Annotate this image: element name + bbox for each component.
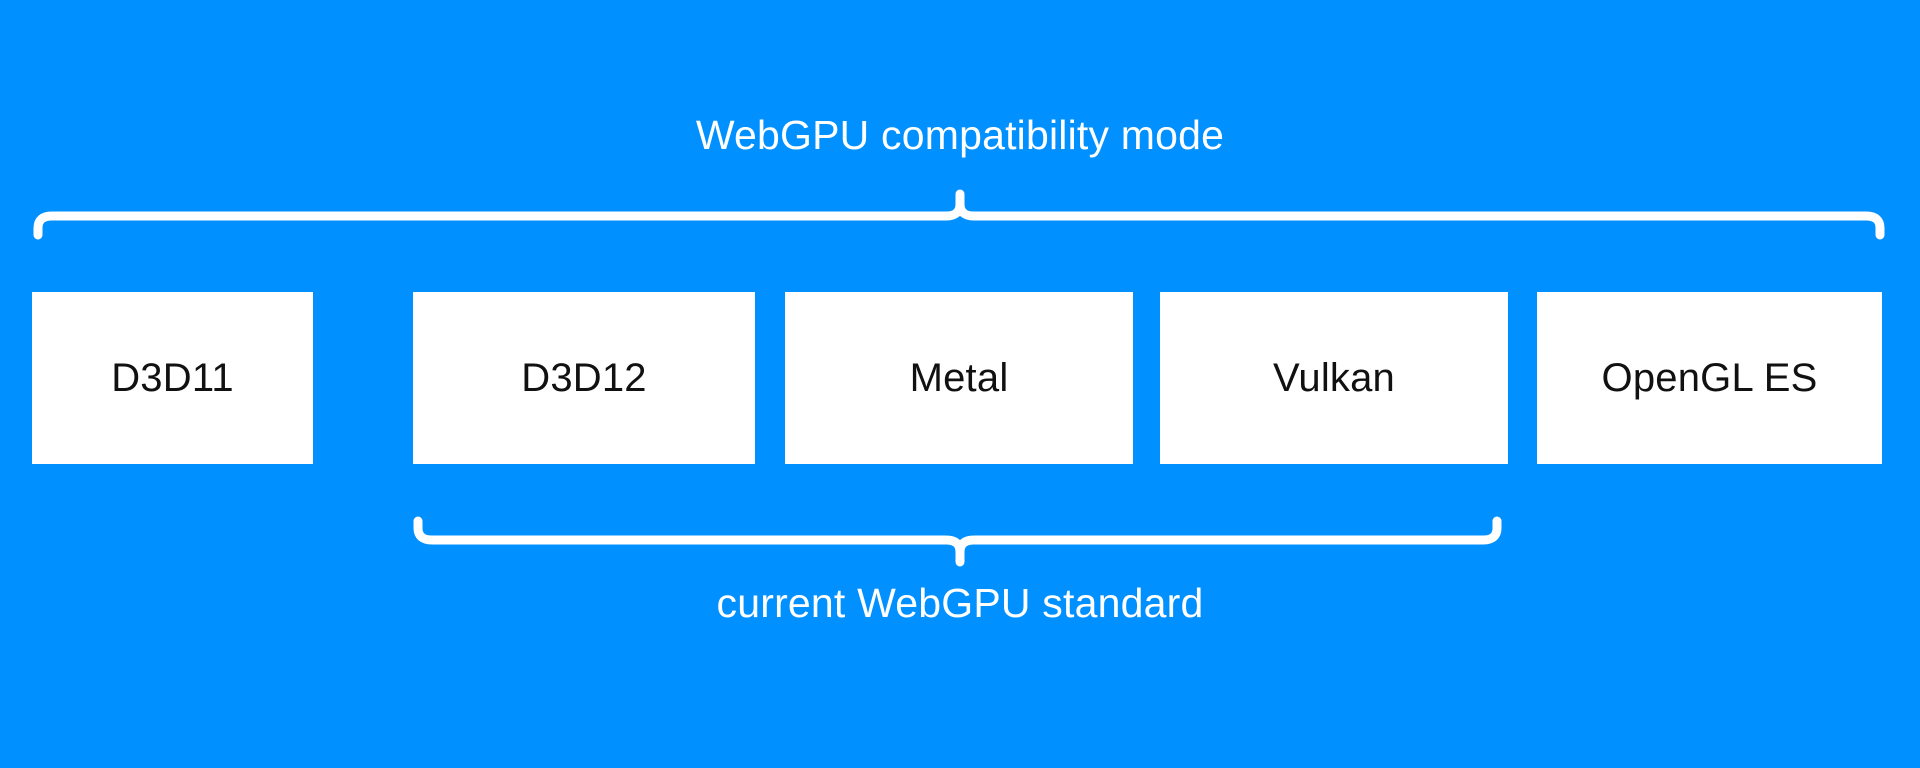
api-box-vulkan[interactable]: Vulkan (1160, 292, 1508, 464)
api-box-label: D3D12 (521, 356, 647, 400)
bottom-group-label: current WebGPU standard (716, 580, 1204, 626)
top-group-brace (33, 189, 1885, 240)
api-box-label: OpenGL ES (1601, 356, 1818, 400)
top-group-label: WebGPU compatibility mode (695, 112, 1225, 158)
api-box-label: Vulkan (1272, 356, 1396, 400)
api-box-d3d11[interactable]: D3D11 (32, 292, 313, 464)
bottom-group-brace (413, 516, 1502, 567)
api-box-metal[interactable]: Metal (785, 292, 1133, 464)
api-box-row: D3D11 D3D12 Metal Vulkan OpenGL ES (0, 292, 1920, 464)
api-box-label: Metal (909, 356, 1009, 400)
api-box-opengl-es[interactable]: OpenGL ES (1537, 292, 1882, 464)
api-box-label: D3D11 (111, 356, 234, 400)
api-box-d3d12[interactable]: D3D12 (413, 292, 755, 464)
